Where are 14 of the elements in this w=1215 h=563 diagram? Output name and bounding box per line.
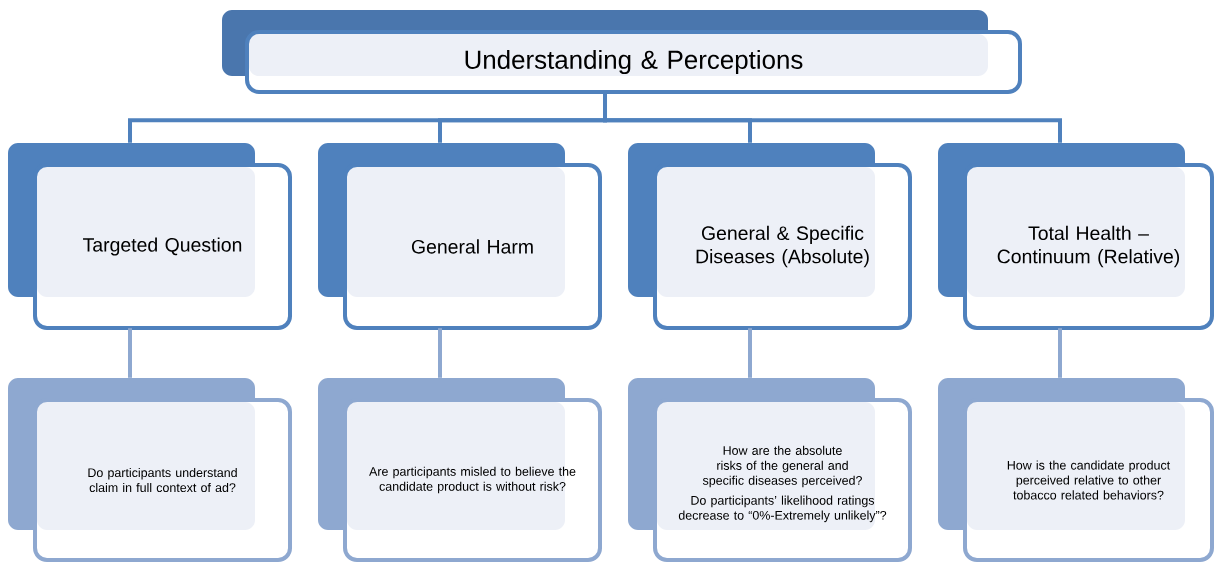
connector-line	[1058, 328, 1062, 378]
box: General & Specific Diseases (Absolute)	[628, 143, 912, 330]
box: Targeted Question	[8, 143, 292, 330]
connector-line	[438, 328, 442, 378]
box: How is the candidate product perceived relative to other tobacco related behaviors?	[938, 378, 1214, 562]
box: Do participants understand claim in full context of ad?	[8, 378, 292, 562]
connector-line	[128, 328, 132, 378]
box: General Harm	[318, 143, 602, 330]
connector-line	[748, 328, 752, 378]
box: How are the absolute risks of the general and specific diseases perceived? Do participants’ likelihood ratings decrease to “0%-Extremely unlikely”?	[628, 378, 912, 562]
box: Understanding & Perceptions	[222, 10, 1022, 94]
box: Are participants misled to believe the candidate product is without risk?	[318, 378, 602, 562]
connector-line	[603, 92, 1062, 143]
box: Total Health – Continuum (Relative)	[938, 143, 1214, 330]
